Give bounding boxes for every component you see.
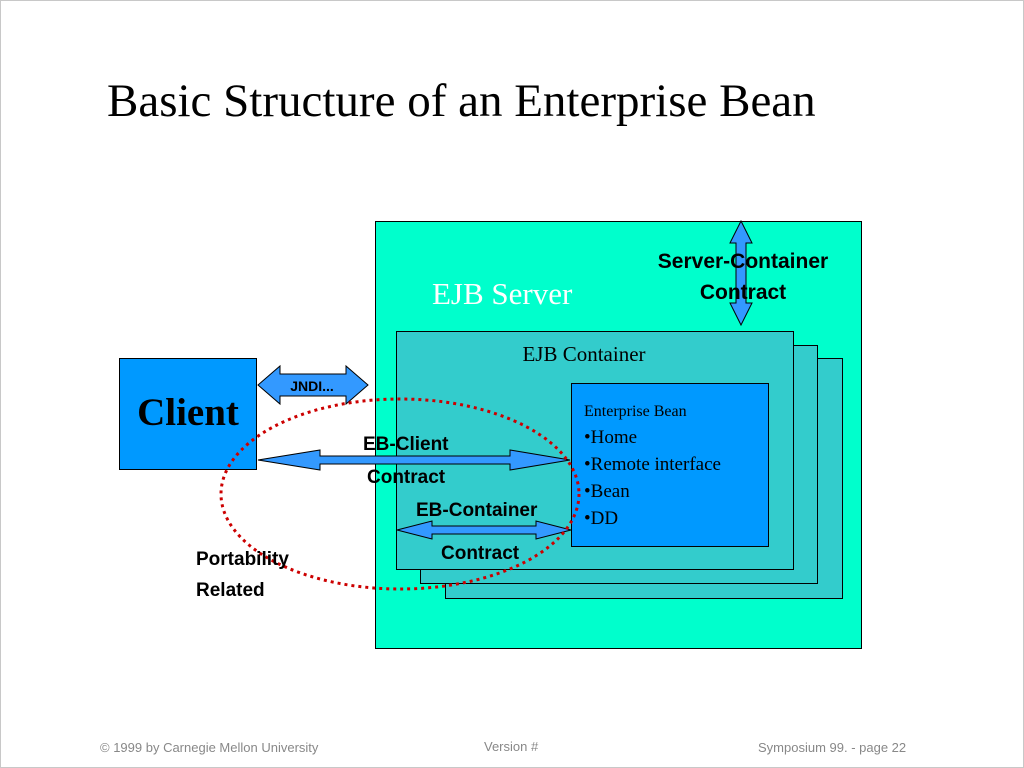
footer-page: Symposium 99. - page 22 xyxy=(758,740,907,755)
ejb-container-label: EJB Container xyxy=(522,342,646,366)
portability-label-text: Portability Related xyxy=(196,549,289,601)
footer-version: Version # xyxy=(484,739,539,754)
portability-label: Portability Related xyxy=(196,544,336,606)
footer-copyright: © 1999 by Carnegie Mellon University xyxy=(100,740,319,755)
ejb-server-label: EJB Server xyxy=(432,276,573,311)
enterprise-bean-text: Enterprise Bean •Home •Remote interface … xyxy=(584,402,721,532)
bean-item-dd: •DD xyxy=(584,508,619,529)
bean-item-bean: •Bean xyxy=(584,481,630,502)
client-label: Client xyxy=(137,391,239,434)
bean-item-home: •Home xyxy=(584,427,638,448)
jndi-label: JNDI... xyxy=(290,378,334,394)
server-container-contract-label: Server-Container Contract xyxy=(657,250,829,304)
eb-client-label: EB-Client xyxy=(363,434,449,455)
eb-container-label: EB-Container xyxy=(416,500,538,521)
enterprise-bean-title: Enterprise Bean xyxy=(584,403,687,420)
eb-client-contract-label: Contract xyxy=(367,467,446,488)
bean-item-remote-interface: •Remote interface xyxy=(584,454,721,475)
eb-container-contract-label: Contract xyxy=(441,543,520,564)
slide-title: Basic Structure of an Enterprise Bean xyxy=(107,75,816,127)
